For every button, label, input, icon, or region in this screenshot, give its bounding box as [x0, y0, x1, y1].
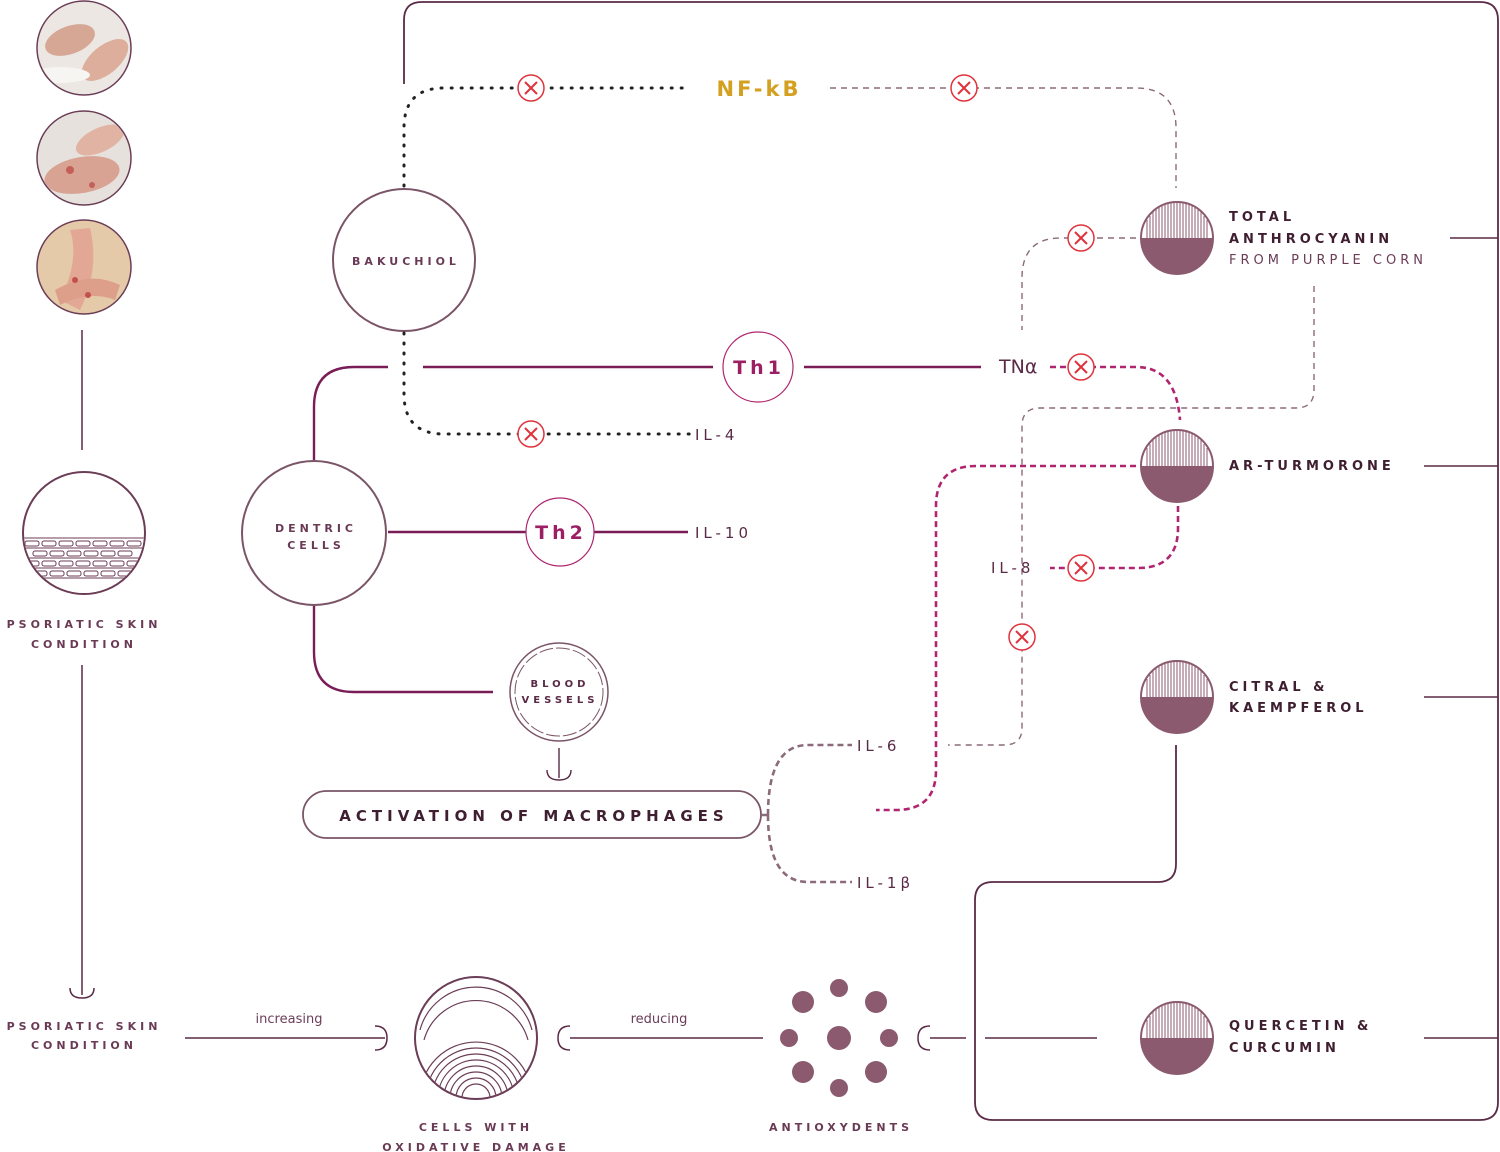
il4-label: IL-4 [695, 426, 738, 444]
macrophages-box: ACTIVATION OF MACROPHAGES [302, 790, 762, 839]
photo-arm-rash [36, 219, 132, 315]
skin-label-1-line1: PSORIATIC SKIN [7, 618, 162, 631]
quercetin-label-line2: CURCUMIN [1229, 1041, 1340, 1056]
oxidative-cells-icon [414, 976, 538, 1100]
arrow-down-icon-2 [546, 769, 572, 781]
antioxidants-icon [780, 979, 898, 1097]
blood-vessels-node: BLOOD VESSELS [509, 642, 609, 742]
il6-label: IL-6 [857, 737, 900, 755]
reducing-label: reducing [631, 1012, 688, 1027]
skin-label-1-line2: CONDITION [31, 638, 137, 651]
th1-node: Th1 [722, 331, 794, 403]
cells-label-line1: CELLS WITH [419, 1121, 533, 1134]
block-icon-il6 [1008, 623, 1036, 651]
blood-label-line1: BLOOD [531, 679, 590, 690]
skin-label-2-line1: PSORIATIC SKIN [7, 1020, 162, 1033]
il1b-label: IL-1β [857, 874, 914, 892]
block-icon-tna [1067, 353, 1095, 381]
block-icon-il4 [517, 420, 545, 448]
bakuchiol-node: BAKUCHIOL [332, 188, 476, 332]
th2-node: Th2 [525, 497, 595, 567]
block-icon-nfkb-left [517, 74, 545, 102]
anthocyanin-label-line2: ANTHROCYANIN [1229, 232, 1393, 247]
quercetin-label-line1: QUERCETIN & [1229, 1019, 1372, 1034]
increasing-label: increasing [256, 1012, 323, 1027]
arrow-down-icon [69, 987, 95, 999]
nfkb-label: NF-kB [717, 77, 802, 101]
arrow-left-icon-2 [917, 1025, 931, 1051]
il10-label: IL-10 [695, 524, 752, 542]
block-icon-anthocyanin-tna [1067, 224, 1095, 252]
blood-label-line2: VESSELS [522, 695, 599, 706]
anthocyanin-label-line3: FROM PURPLE CORN [1229, 253, 1427, 268]
ar-turmorone-label: AR-TURMORONE [1229, 459, 1395, 474]
ar-turmorone-icon [1140, 429, 1214, 503]
dentric-cells-node: DENTRIC CELLS [241, 460, 387, 606]
anthocyanin-label-line1: TOTAL [1229, 210, 1295, 225]
photo-hands-scratching [36, 110, 132, 206]
th2-label: Th2 [535, 522, 587, 544]
quercetin-icon [1140, 1001, 1214, 1075]
macrophages-label: ACTIVATION OF MACROPHAGES [339, 807, 728, 825]
photo-hands-cream [36, 0, 132, 96]
skin-layers-icon [22, 471, 146, 595]
arrow-right-icon [374, 1025, 388, 1051]
block-icon-nfkb-right [950, 74, 978, 102]
cells-label-line2: OXIDATIVE DAMAGE [382, 1141, 569, 1152]
anthocyanin-icon [1140, 201, 1214, 275]
tna-label: TNα [998, 356, 1037, 378]
citral-label-line1: CITRAL & [1229, 680, 1328, 695]
bakuchiol-label: BAKUCHIOL [352, 255, 460, 268]
block-icon-il8 [1067, 554, 1095, 582]
antioxydents-label: ANTIOXYDENTS [769, 1121, 913, 1134]
il8-label: IL-8 [991, 559, 1034, 577]
th1-label: Th1 [733, 357, 785, 379]
arrow-left-icon [557, 1025, 571, 1051]
citral-label-line2: KAEMPFEROL [1229, 701, 1368, 716]
citral-icon [1140, 660, 1214, 734]
dentric-label-line1: DENTRIC [275, 522, 357, 535]
dentric-label-line2: CELLS [287, 539, 345, 552]
skin-label-2-line2: CONDITION [31, 1039, 137, 1052]
